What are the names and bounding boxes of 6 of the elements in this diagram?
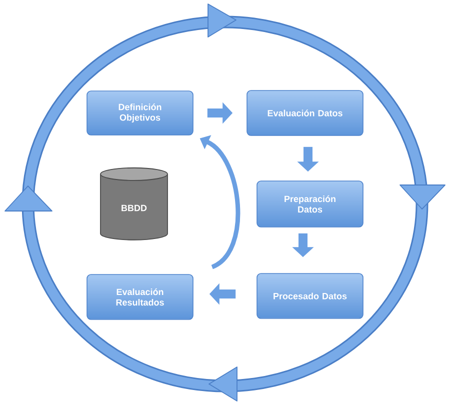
process-box: Preparación Datos — [256, 180, 364, 228]
database-cylinder: BBDD — [100, 167, 168, 240]
process-box: Definición Objetivos — [86, 90, 194, 136]
process-box: Evaluación Resultados — [86, 274, 194, 320]
process-box: Procesado Datos — [256, 273, 364, 319]
process-box: Evaluación Datos — [246, 90, 364, 136]
